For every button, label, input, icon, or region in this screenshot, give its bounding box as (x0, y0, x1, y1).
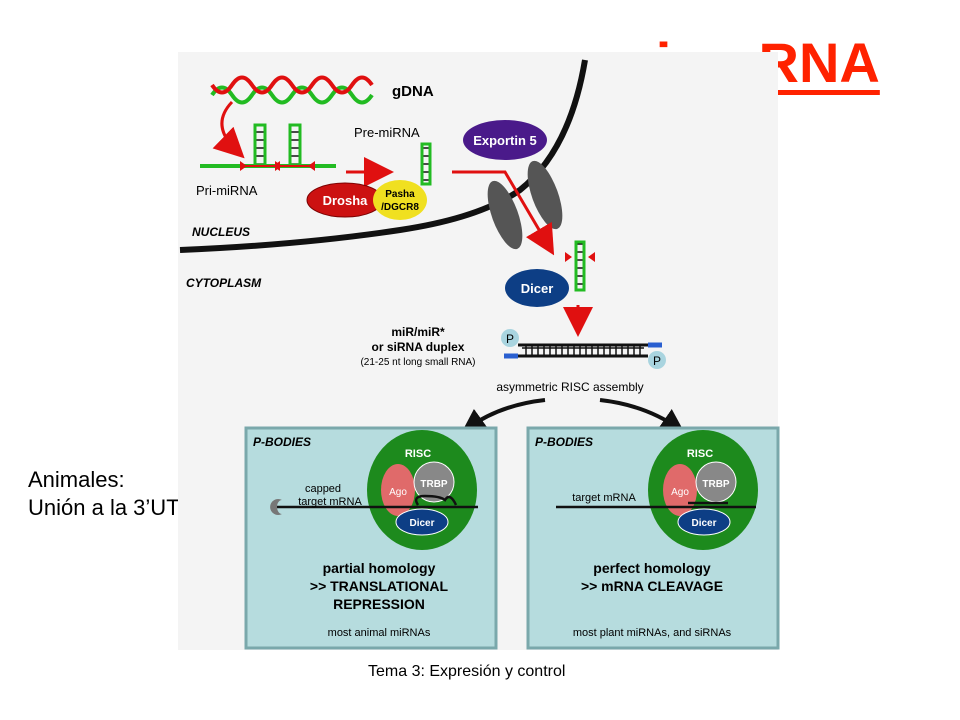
pri-mirna-hairpin-1 (253, 123, 267, 167)
export-arrow (452, 170, 555, 256)
duplex-label-line1: miR/miR* (391, 325, 445, 339)
left-note: most animal miRNAs (328, 627, 431, 639)
left-ago-label: Ago (389, 487, 407, 498)
pri-mirna-label: Pri-miRNA (196, 183, 258, 198)
right-trbp-label: TRBP (702, 479, 730, 490)
cytoplasm-pre-mirna (574, 240, 586, 292)
duplex-label-line2: or siRNA duplex (372, 340, 465, 354)
arrow-to-left-panel (461, 398, 546, 433)
mirna-duplex (504, 342, 662, 359)
left-trbp-protein (413, 461, 455, 503)
left-target-line1: capped (305, 483, 341, 495)
left-result-line1: partial homology (323, 560, 436, 576)
phosphate-right (648, 351, 666, 369)
pasha-protein (373, 180, 427, 220)
left-result-line3: REPRESSION (333, 596, 425, 612)
duplex-rungs (525, 345, 641, 356)
left-risc-label: RISC (405, 448, 431, 460)
cleavage-arrows-pri (240, 161, 315, 171)
dicer-protein (505, 269, 569, 307)
left-pbodies-panel: P-BODIES RISC Ago TRBP Dicer capped targ… (244, 426, 498, 650)
drosha-label: Drosha (323, 193, 369, 208)
pasha-label-line1: Pasha (385, 189, 415, 200)
transcription-arrow (212, 100, 245, 159)
right-dicer-label: Dicer (691, 518, 716, 529)
right-ago-label: Ago (671, 487, 689, 498)
phosphate-right-label: P (653, 354, 661, 368)
phosphate-left (501, 329, 519, 347)
mrna-cap-icon (270, 499, 282, 515)
duplex-label-line3: (21-25 nt long small RNA) (360, 357, 475, 368)
side-label-line1: Animales: (28, 467, 125, 492)
gdna-helix (210, 75, 374, 105)
left-dicer-label: Dicer (409, 518, 434, 529)
cytoplasm-label: CYTOPLASM (186, 276, 262, 290)
right-pbodies-panel: P-BODIES RISC Ago TRBP Dicer target mRNA… (526, 426, 780, 650)
left-ago-protein (381, 464, 415, 516)
phosphate-left-label: P (506, 332, 514, 346)
left-dicer-protein (395, 508, 449, 536)
pre-mirna-hairpin (420, 142, 432, 186)
pre-mirna-label: Pre-miRNA (354, 125, 420, 140)
nuclear-membrane (179, 59, 588, 253)
nuclear-pore-right (527, 160, 563, 230)
dicer-label: Dicer (521, 281, 554, 296)
left-trbp-label: TRBP (420, 479, 448, 490)
right-target-label: target mRNA (572, 492, 636, 504)
arrow-to-right-panel (599, 398, 685, 433)
gdna-label: gDNA (392, 83, 434, 100)
left-mirna-bulge (414, 494, 458, 506)
right-dicer-protein (677, 508, 731, 536)
slide-footer: Tema 3: Expresión y control (368, 663, 566, 680)
right-note: most plant miRNAs, and siRNAs (573, 627, 732, 639)
risc-assembly-label: asymmetric RISC assembly (496, 380, 643, 394)
right-result-line1: perfect homology (593, 560, 711, 576)
nucleus-label: NUCLEUS (192, 225, 250, 239)
exportin-protein (463, 120, 547, 160)
right-pbodies-label: P-BODIES (535, 435, 593, 449)
dicer-cleavage-arrows (565, 252, 595, 262)
exportin-label: Exportin 5 (473, 133, 537, 148)
pri-mirna-hairpin-2 (288, 123, 302, 167)
left-result-line2: >> TRANSLATIONAL (310, 578, 449, 594)
right-result-line2: >> mRNA CLEAVAGE (581, 578, 723, 594)
left-pbodies-label: P-BODIES (253, 435, 311, 449)
side-label-line2: Unión a la 3’UTR (28, 495, 196, 520)
pasha-label-line2: /DGCR8 (381, 202, 419, 213)
nuclear-pore-left (487, 180, 523, 250)
side-label: Animales: Unión a la 3’UTR (28, 466, 196, 522)
left-target-line2: target mRNA (298, 496, 362, 508)
right-risc-label: RISC (687, 448, 713, 460)
